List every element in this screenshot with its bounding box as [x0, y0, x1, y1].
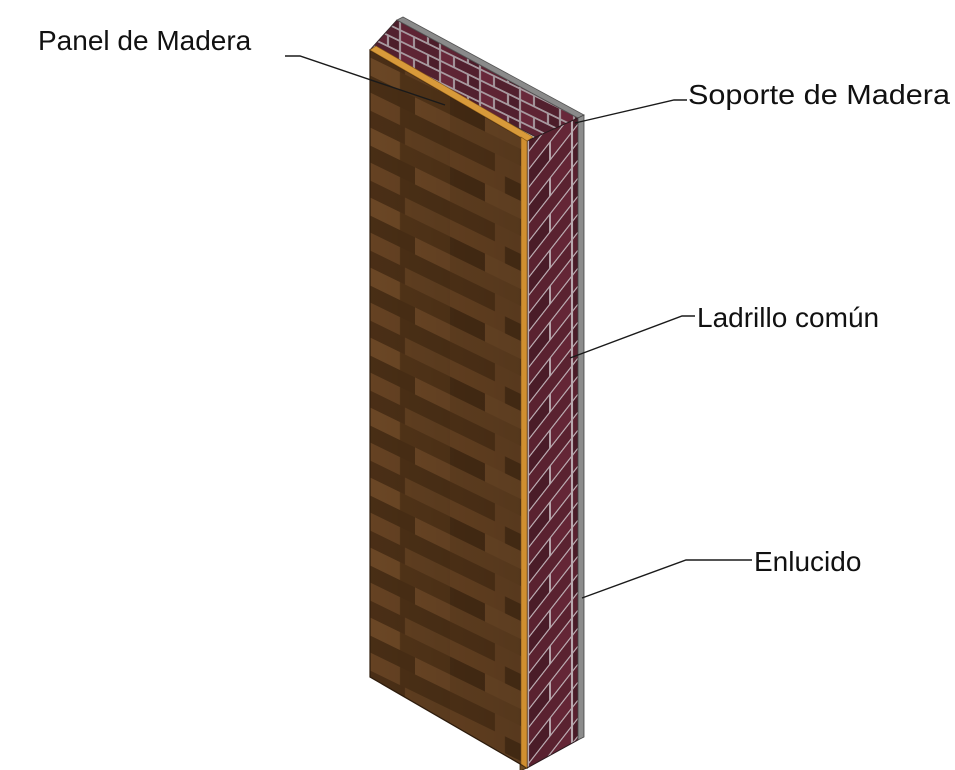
wall-assembly — [369, 16, 585, 770]
wood-panel-top-edge — [369, 45, 534, 142]
leader-support — [574, 99, 687, 124]
leader-brick — [569, 315, 695, 359]
leader-panel — [285, 55, 446, 106]
brick-side-face — [526, 117, 579, 769]
wood-panel-side-edge — [520, 136, 528, 769]
label-panel-de-madera: Panel de Madera — [38, 25, 252, 56]
labels: Panel de Madera Soporte de Madera Ladril… — [38, 25, 950, 577]
label-soporte-de-madera: Soporte de Madera — [688, 79, 950, 110]
wood-panel-shade — [370, 50, 527, 768]
plaster-side-face — [577, 114, 585, 741]
label-ladrillo-comun: Ladrillo común — [697, 302, 879, 333]
leader-lines — [285, 55, 752, 599]
label-enlucido: Enlucido — [754, 546, 861, 577]
leader-plaster — [581, 559, 752, 599]
